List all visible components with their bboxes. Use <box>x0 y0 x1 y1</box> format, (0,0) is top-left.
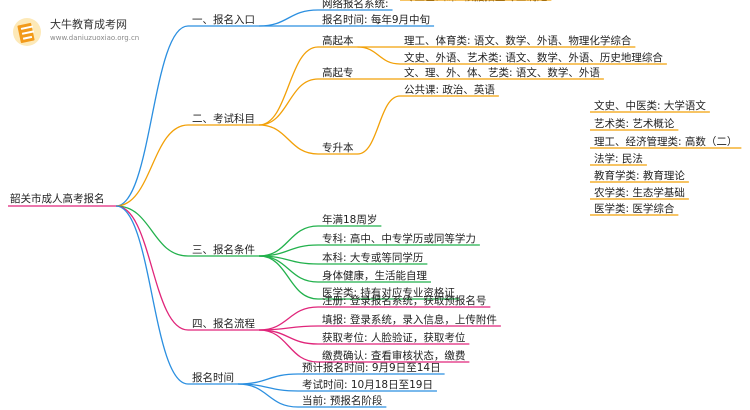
branch-connector <box>115 25 189 207</box>
leaf-node: 专业基础课: 根据招生专业确定 <box>404 0 548 3</box>
graduation-cap-icon <box>13 18 41 46</box>
leaf-node: 理工、经济管理类: 高数（二） <box>594 135 737 148</box>
leaf-node: 考试时间: 10月18日至19日 <box>302 378 433 391</box>
leaf-node: 网络报名系统: <box>322 0 389 10</box>
connector <box>258 78 319 126</box>
connector <box>237 383 299 408</box>
leaf-node: 身体健康，生活能自理 <box>322 269 427 282</box>
branch-connector <box>115 205 189 331</box>
branch-topic: 二、考试科目 <box>192 112 255 125</box>
leaf-node: 文、理、外、体、艺类: 语文、数学、外语 <box>404 66 600 79</box>
connector <box>258 325 319 331</box>
subtopic: 高起专 <box>322 66 354 79</box>
leaf-node: 艺术类: 艺术概论 <box>594 117 675 130</box>
subtopic: 高起本 <box>322 34 354 47</box>
branch-topic: 三、报名条件 <box>192 243 255 256</box>
branch-connector <box>115 124 189 207</box>
branch-topic: 四、报名流程 <box>192 317 255 330</box>
brand-logo: 大牛教育成考网 www.daniuzuoxiao.org.cn <box>8 12 158 52</box>
leaf-node: 文史、中医类: 大学语文 <box>594 99 706 112</box>
leaf-node: 年满18周岁 <box>322 213 377 226</box>
connector <box>258 46 319 126</box>
connector <box>258 124 319 155</box>
subtopic: 专升本 <box>322 141 354 154</box>
leaf-node: 法学: 民法 <box>594 152 643 165</box>
leaf-node: 专科: 高中、中专学历或同等学力 <box>322 232 476 245</box>
connector <box>357 46 401 65</box>
leaf-node: 公共课: 政治、英语 <box>404 83 495 96</box>
brand-url: www.daniuzuoxiao.org.cn <box>50 34 140 42</box>
leaf-node: 报名时间: 每年9月中旬 <box>322 13 430 26</box>
branch-topic: 报名时间 <box>192 371 234 384</box>
leaf-node: 医学类: 持有对应专业资格证 <box>322 286 455 299</box>
leaf-node: 本科: 大专或等同学历 <box>322 251 423 264</box>
leaf-node: 填报: 登录系统，录入信息，上传附件 <box>322 313 497 326</box>
connector <box>258 329 319 363</box>
branch-connector <box>115 205 189 385</box>
leaf-node: 获取考位: 人脸验证，获取考位 <box>322 331 466 344</box>
leaf-node: 教育学类: 教育理论 <box>594 169 685 182</box>
leaf-node: 当前: 预报名阶段 <box>302 394 383 407</box>
connector <box>237 373 299 385</box>
leaf-node: 注册: 登录报名系统，获取预报名号 <box>322 294 486 307</box>
leaf-node: 农学类: 生态学基础 <box>594 186 685 199</box>
branch-connector <box>115 205 189 257</box>
branch-topic: 一、报名入口 <box>192 13 255 26</box>
connector <box>258 225 319 257</box>
leaf-node: 文史、外语、艺术类: 语文、数学、外语、历史地理综合 <box>404 51 663 64</box>
leaf-node: 医学类: 医学综合 <box>594 202 675 215</box>
leaf-node: 预计报名时间: 9月9日至14日 <box>302 361 441 374</box>
connector <box>357 95 401 155</box>
leaf-node: 缴费确认: 查看审核状态，缴费 <box>322 349 465 362</box>
connector <box>258 9 319 27</box>
leaf-node: 理工、体育类: 语文、数学、外语、物理化学综合 <box>404 34 632 47</box>
root-topic: 韶关市成人高考报名 <box>10 192 105 205</box>
brand-title: 大牛教育成考网 <box>50 18 127 31</box>
connector <box>258 329 319 345</box>
connector <box>258 255 319 300</box>
